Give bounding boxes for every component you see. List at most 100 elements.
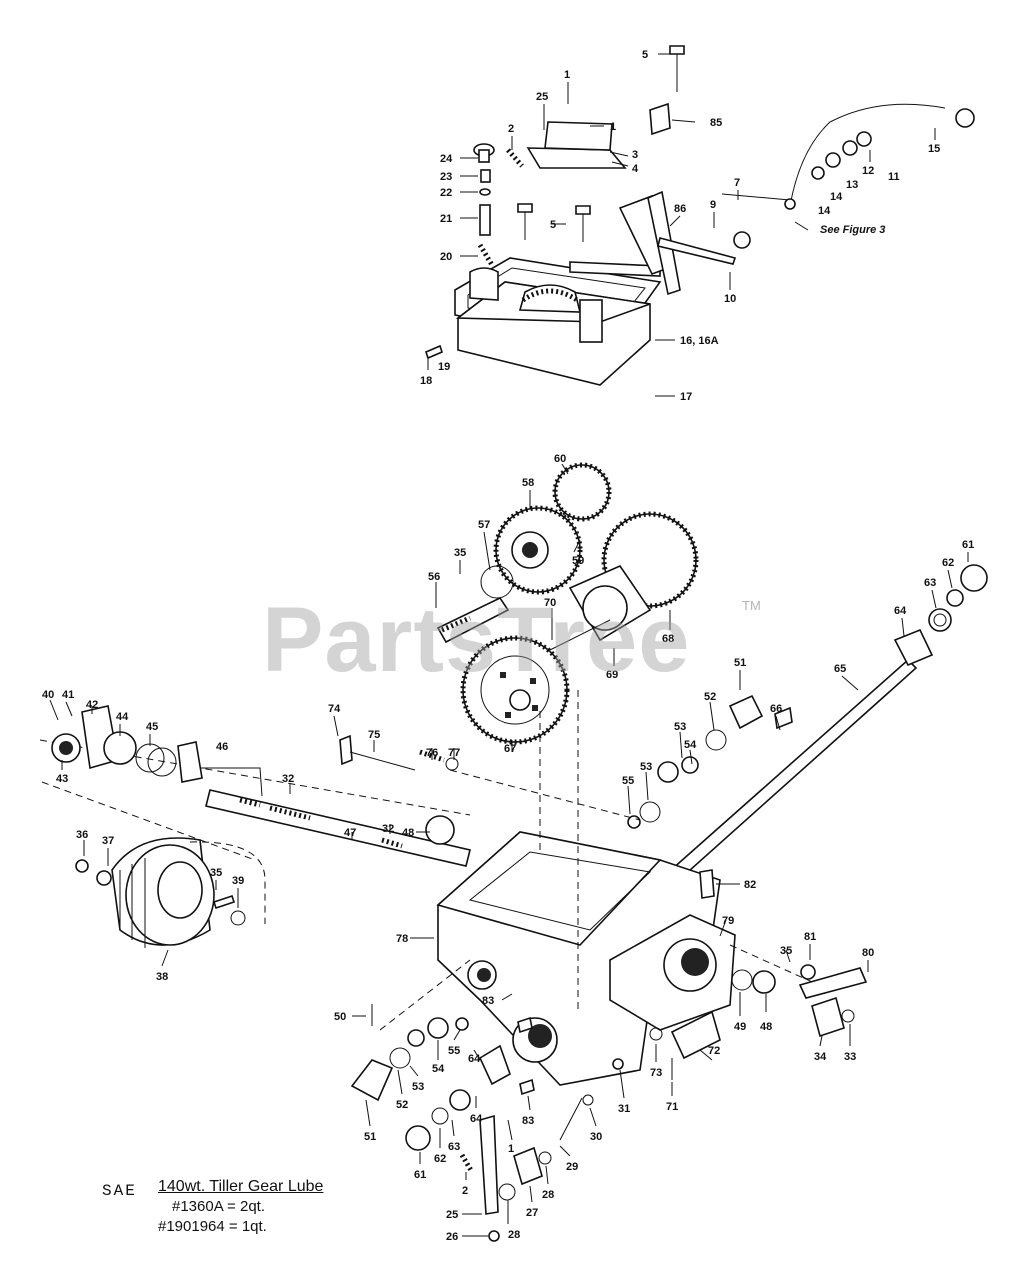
callout-15: 15	[928, 143, 940, 155]
callout-54: 54	[432, 1063, 445, 1075]
callout-75: 75	[368, 729, 380, 741]
callout-2: 2	[508, 123, 514, 135]
callout-24: 24	[440, 153, 453, 165]
lube-note-line3: #1901964 = 1qt.	[158, 1218, 267, 1235]
callout-43: 43	[56, 773, 68, 785]
lever-part-72	[670, 1010, 721, 1060]
callout-59: 59	[572, 555, 584, 567]
hub-part-34	[811, 996, 845, 1038]
gearbox-housing-part-78	[379, 690, 831, 1086]
leader-lines	[49, 53, 969, 1237]
callout-49: 49	[734, 1021, 746, 1033]
callout-65: 65	[834, 663, 846, 675]
callout-32: 32	[282, 773, 294, 785]
callout-39: 39	[232, 875, 244, 887]
callout-62: 62	[434, 1153, 446, 1165]
callout-32: 32	[382, 823, 394, 835]
callout-1: 1	[508, 1143, 514, 1155]
lube-note-line2: #1360A = 2qt.	[172, 1198, 266, 1215]
shaft-part-47	[205, 789, 471, 867]
callout-42: 42	[86, 699, 98, 711]
trademark-symbol: TM	[742, 598, 761, 613]
callout-40: 40	[42, 689, 54, 701]
callout-labels: 5 1 25 85 1 2 3 4 24 23 22 21 20 5 15 12…	[42, 49, 974, 1243]
callout-77: 77	[448, 747, 460, 759]
callout-81: 81	[804, 931, 816, 943]
shift-cover-assembly	[425, 45, 975, 386]
lube-note-line1: 140wt. Tiller Gear Lube	[158, 1178, 324, 1195]
callout-12: 12	[862, 165, 874, 177]
callout-41: 41	[62, 689, 74, 701]
shaft-part-56	[436, 596, 510, 644]
callout-29: 29	[566, 1161, 578, 1173]
callout-63: 63	[448, 1141, 460, 1153]
callout-47: 47	[344, 827, 356, 839]
callout-10: 10	[724, 293, 736, 305]
callout-23: 23	[440, 171, 452, 183]
callout-76: 76	[426, 747, 438, 759]
callout-25: 25	[446, 1209, 458, 1221]
callout-54: 54	[684, 739, 697, 751]
callout-38: 38	[156, 971, 168, 983]
cover-gear-boss	[518, 284, 582, 313]
callout-22: 22	[440, 187, 452, 199]
callout-48: 48	[402, 827, 414, 839]
callout-63: 63	[924, 577, 936, 589]
callout-69: 69	[606, 669, 618, 681]
callout-62: 62	[942, 557, 954, 569]
callout-82: 82	[744, 879, 756, 891]
callout-35: 35	[454, 547, 466, 559]
callout-51: 51	[364, 1131, 376, 1143]
callout-53: 53	[640, 761, 652, 773]
callout-16-16a: 16, 16A	[680, 335, 719, 347]
callout-78: 78	[396, 933, 408, 945]
callout-86: 86	[674, 203, 686, 215]
callout-85: 85	[710, 117, 722, 129]
callout-17: 17	[680, 391, 692, 403]
callout-14: 14	[818, 205, 831, 217]
callout-79: 79	[722, 915, 734, 927]
callout-31: 31	[618, 1103, 630, 1115]
callout-5: 5	[642, 49, 648, 61]
callout-7: 7	[734, 177, 740, 189]
callout-30: 30	[590, 1131, 602, 1143]
callout-25: 25	[536, 91, 548, 103]
callout-11: 11	[888, 171, 900, 183]
callout-56: 56	[428, 571, 440, 583]
see-figure-reference: See Figure 3	[820, 224, 886, 236]
callout-51: 51	[734, 657, 746, 669]
callout-61: 61	[962, 539, 974, 551]
callout-3: 3	[632, 149, 638, 161]
bearing-part-51	[728, 694, 764, 730]
lube-note-prefix: SAE	[102, 1182, 137, 1200]
callout-52: 52	[396, 1099, 408, 1111]
callout-37: 37	[102, 835, 114, 847]
callout-57: 57	[478, 519, 490, 531]
callout-83: 83	[522, 1115, 534, 1127]
callout-67: 67	[504, 743, 516, 755]
callout-13: 13	[846, 179, 858, 191]
gear-assembly	[436, 462, 699, 745]
callout-28: 28	[542, 1189, 554, 1201]
callout-50: 50	[334, 1011, 346, 1023]
callout-21: 21	[440, 213, 452, 225]
callout-45: 45	[146, 721, 158, 733]
shaft-part-65	[660, 658, 918, 890]
callout-66: 66	[770, 703, 782, 715]
callout-26: 26	[446, 1231, 458, 1243]
callout-34: 34	[814, 1051, 827, 1063]
callout-64: 64	[468, 1053, 481, 1065]
clip-part-85	[649, 102, 671, 136]
callout-35: 35	[780, 945, 792, 957]
callout-2: 2	[462, 1185, 468, 1197]
callout-44: 44	[116, 711, 129, 723]
callout-53: 53	[412, 1081, 424, 1093]
callout-83: 83	[482, 995, 494, 1007]
callout-80: 80	[862, 947, 874, 959]
callout-14: 14	[830, 191, 843, 203]
callout-27: 27	[526, 1207, 538, 1219]
callout-4: 4	[632, 163, 639, 175]
callout-33: 33	[844, 1051, 856, 1063]
key-part-82	[699, 869, 715, 899]
